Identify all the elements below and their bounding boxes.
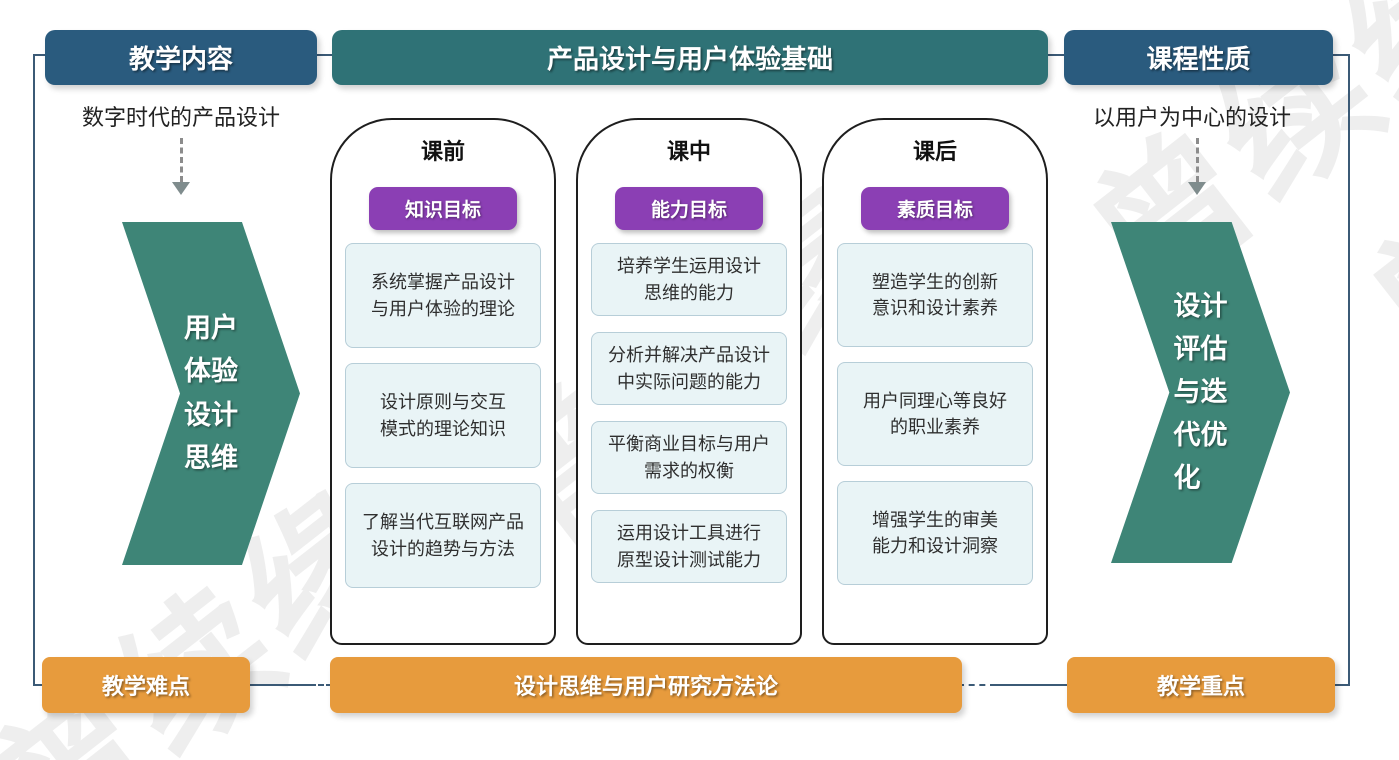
methodology-box: 设计思维与用户研究方法论	[330, 657, 962, 713]
column-title: 课中	[666, 139, 711, 164]
column-after-class: 课后 素质目标 塑造学生的创新 意识和设计素养 用户同理心等良好 的职业素养 增…	[822, 118, 1048, 645]
column-title: 课前	[420, 139, 465, 164]
goal-item: 系统掌握产品设计 与用户体验的理论	[345, 243, 541, 348]
course-title-header: 产品设计与用户体验基础	[332, 30, 1048, 85]
goal-item: 了解当代互联网产品 设计的趋势与方法	[345, 483, 541, 588]
knowledge-goal-badge: 知识目标	[369, 187, 517, 230]
arrow-head	[172, 182, 190, 195]
chevron-left-label: 用户 体验 设计 思维	[184, 313, 238, 473]
column-in-class: 课中 能力目标 培养学生运用设计 思维的能力 分析并解决产品设计 中实际问题的能…	[576, 118, 802, 645]
goal-item: 运用设计工具进行 原型设计测试能力	[591, 510, 787, 583]
footer-connector-left-dashed	[310, 684, 332, 686]
goal-item: 增强学生的审美 能力和设计洞察	[837, 481, 1033, 585]
quality-goal-badge: 素质目标	[861, 187, 1009, 230]
teaching-content-header: 教学内容	[45, 30, 317, 85]
goal-item: 用户同理心等良好 的职业素养	[837, 362, 1033, 466]
ability-goal-badge: 能力目标	[615, 187, 763, 230]
arrow-shaft	[179, 138, 183, 182]
teaching-content-subtitle: 数字时代的产品设计	[81, 105, 280, 130]
goal-item: 分析并解决产品设计 中实际问题的能力	[591, 332, 787, 405]
chevron-right-label: 设计 评估 与迭 代优 化	[1173, 290, 1228, 494]
goal-item-list: 塑造学生的创新 意识和设计素养 用户同理心等良好 的职业素养 增强学生的审美 能…	[824, 243, 1046, 600]
teaching-focus-box: 教学重点	[1067, 657, 1335, 713]
arrow-down-icon-right	[1186, 138, 1208, 195]
goal-item-list: 系统掌握产品设计 与用户体验的理论 设计原则与交互 模式的理论知识 了解当代互联…	[332, 243, 554, 603]
goal-item: 平衡商业目标与用户 需求的权衡	[591, 421, 787, 494]
arrow-shaft	[1195, 138, 1199, 182]
column-title: 课后	[912, 139, 957, 164]
arrow-down-icon-left	[170, 138, 192, 195]
column-pre-class: 课前 知识目标 系统掌握产品设计 与用户体验的理论 设计原则与交互 模式的理论知…	[330, 118, 556, 645]
goal-item: 塑造学生的创新 意识和设计素养	[837, 243, 1033, 347]
footer-connector-right-dashed	[958, 684, 996, 686]
course-nature-header: 课程性质	[1064, 30, 1333, 85]
course-nature-subtitle: 以用户为中心的设计	[1092, 105, 1291, 130]
goal-item: 设计原则与交互 模式的理论知识	[345, 363, 541, 468]
teaching-difficulty-box: 教学难点	[42, 657, 250, 713]
goal-item: 培养学生运用设计 思维的能力	[591, 243, 787, 316]
arrow-head	[1188, 182, 1206, 195]
goal-item-list: 培养学生运用设计 思维的能力 分析并解决产品设计 中实际问题的能力 平衡商业目标…	[578, 243, 800, 599]
